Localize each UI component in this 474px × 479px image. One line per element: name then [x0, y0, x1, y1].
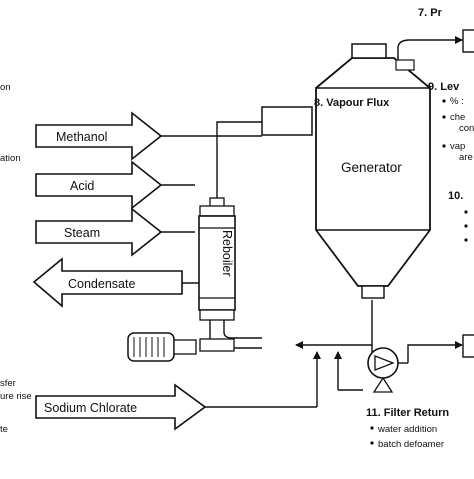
condensate-output-arrow: Condensate — [32, 257, 183, 308]
condenser-box — [462, 29, 474, 53]
vapour-flux-label: 8. Vapour Flux — [314, 97, 390, 109]
reboiler-return-pipe-inner — [223, 320, 262, 339]
steam-label: Steam — [64, 226, 100, 240]
reboiler-to-generator-pipe — [216, 121, 266, 198]
left-note-3: sfer — [0, 378, 16, 389]
left-note-1: on — [0, 82, 11, 93]
reboiler-label: Reboiler — [220, 230, 234, 277]
generator-inlet-nozzle — [261, 106, 313, 136]
note-9-heading: 9. Lev — [428, 81, 460, 93]
input-feed-lines — [161, 135, 262, 284]
generator-label: Generator — [341, 160, 402, 175]
note-9-item-1: % : — [450, 96, 464, 107]
filter-return-item-2: batch defoamer — [378, 439, 444, 450]
acid-input-arrow: Acid — [35, 160, 163, 210]
filter-return-title: 11. Filter Return — [366, 407, 449, 419]
left-note-2: ation — [0, 153, 21, 164]
left-note-4: ure rise — [0, 391, 32, 402]
note-9-item-5: are — [459, 152, 473, 163]
steam-input-arrow: Steam — [35, 207, 163, 257]
methanol-input-arrow: Methanol — [35, 111, 163, 161]
note-7-heading: 7. Pr — [418, 7, 443, 19]
left-note-5: te — [0, 424, 8, 435]
condensate-label: Condensate — [68, 277, 135, 291]
sodium-chlorate-label: Sodium Chlorate — [44, 401, 137, 415]
methanol-label: Methanol — [56, 130, 107, 144]
filter-return-item-1: water addition — [377, 424, 437, 435]
vapour-outlet-pipe — [397, 36, 463, 68]
note-9-item-4: vap — [450, 141, 465, 152]
sodium-chlorate-input-arrow: Sodium Chlorate — [35, 383, 207, 431]
note-9-item-2: che — [450, 112, 465, 123]
note-9-item-3: con — [459, 123, 474, 134]
acid-label: Acid — [70, 179, 94, 193]
pump-casing — [199, 338, 235, 352]
generator-vessel: 8. Vapour Flux Generator — [314, 43, 431, 299]
reboiler: Reboiler — [198, 197, 236, 321]
recirc-line — [295, 341, 373, 362]
level-instrument-tap — [395, 59, 415, 71]
circulation-pump — [367, 334, 474, 393]
recirculation-pump-motor — [127, 332, 197, 362]
note-10-heading: 10. — [448, 190, 463, 202]
